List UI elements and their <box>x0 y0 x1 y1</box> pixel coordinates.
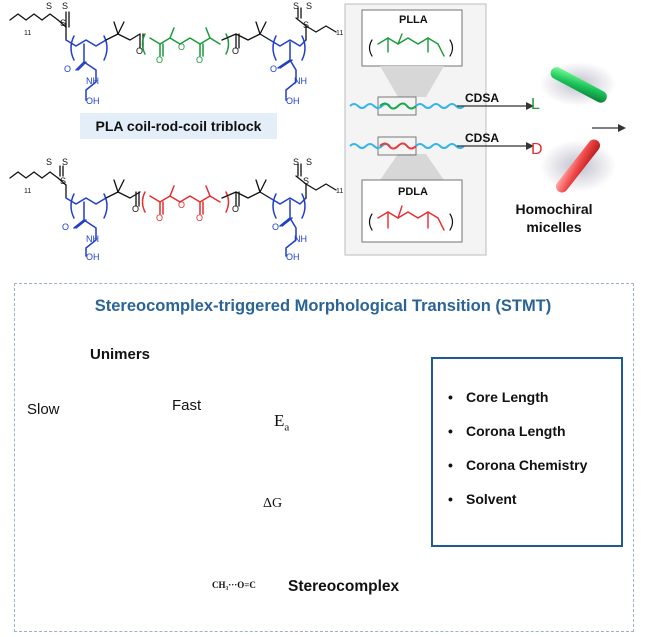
pdla-inset-structure <box>368 205 454 231</box>
ea-main: E <box>274 411 285 430</box>
plla-chain-subscript-left: 11 <box>24 30 32 37</box>
l-label: L <box>531 96 540 113</box>
pdla-s-5: S <box>306 157 313 167</box>
factors-list: •Core Length •Corona Length •Corona Chem… <box>448 386 587 522</box>
plla-oh-right: OH <box>286 96 300 106</box>
plla-chain-cartoon <box>349 102 465 110</box>
l-micelle-rod <box>550 67 607 103</box>
pdla-label: PDLA <box>398 186 428 198</box>
factor-item: •Corona Chemistry <box>448 457 588 473</box>
slow-label: Slow <box>27 401 60 418</box>
plla-chain-subscript-right: 11 <box>336 30 344 37</box>
ea-label: Ea <box>274 411 289 433</box>
stmt-panel-title: Stereocomplex-triggered Morphological Tr… <box>94 297 552 315</box>
factor-item: •Corona Length <box>448 423 566 439</box>
plla-o-ester-right: O <box>232 46 240 56</box>
stereocomplex-label: Stereocomplex <box>288 578 400 595</box>
pla-triblock-label: PLA coil-rod-coil triblock <box>80 113 277 139</box>
plla-inset-structure <box>368 33 454 57</box>
ea-sub: a <box>284 421 290 434</box>
pdla-o-amide-right: O <box>272 222 280 232</box>
factor-item: •Core Length <box>448 389 549 405</box>
pdla-triblock-structure <box>9 163 337 257</box>
pdla-o-rod-3: O <box>196 213 204 223</box>
homochiral-line-2: micelles <box>526 219 582 235</box>
plla-s-6: S <box>303 20 310 30</box>
cdsa-label-1: CDSA <box>465 91 500 105</box>
plla-o-rod-3: O <box>196 55 204 65</box>
pdla-o-ester-left: O <box>132 204 140 214</box>
plla-nh-left: NH <box>86 76 99 86</box>
plla-s-1: S <box>46 1 53 11</box>
plla-label: PLLA <box>399 14 428 26</box>
pdla-s-3: S <box>60 176 67 186</box>
pdla-inset <box>361 179 463 243</box>
plla-nh-right: NH <box>294 76 307 86</box>
factor-item: •Solvent <box>448 491 517 507</box>
pdla-s-1: S <box>46 157 53 167</box>
plla-s-3: S <box>60 18 67 28</box>
pdla-s-2: S <box>62 157 69 167</box>
plla-s-5: S <box>306 1 313 11</box>
pdla-o-rod-1: O <box>156 213 164 223</box>
pdla-oh-right: OH <box>286 252 300 262</box>
plla-o-amide-left: O <box>64 64 72 74</box>
pdla-o-rod-2: O <box>178 200 186 210</box>
plla-o-rod-1: O <box>156 55 164 65</box>
d-micelle-rod <box>555 139 601 193</box>
plla-s-4: S <box>293 1 300 11</box>
homochiral-line-1: Homochiral <box>515 201 593 217</box>
homochiral-micelles-label: Homochiral micelles <box>494 200 614 236</box>
factors-box <box>431 357 623 547</box>
fast-label: Fast <box>172 397 202 414</box>
pdla-o-amide-left: O <box>62 222 70 232</box>
pdla-s-6: S <box>303 176 310 186</box>
pdla-oh-left: OH <box>86 252 100 262</box>
plla-o-rod-2: O <box>178 42 186 52</box>
pdla-chain-cartoon <box>349 142 465 150</box>
plla-oh-left: OH <box>86 96 100 106</box>
pdla-connector <box>380 154 444 180</box>
delta-g-label: ΔG <box>263 496 283 511</box>
cdsa-arrowhead-2 <box>526 142 534 150</box>
plla-inset <box>361 9 463 67</box>
pdla-s-4: S <box>293 157 300 167</box>
next-arrowhead <box>618 124 626 132</box>
plla-s-2: S <box>62 1 69 11</box>
d-label: D <box>531 141 543 158</box>
pdla-chain-subscript-right: 11 <box>336 188 344 195</box>
pdla-nh-left: NH <box>86 234 99 244</box>
plla-o-ester-left: O <box>136 46 144 56</box>
cdsa-arrowhead-1 <box>526 102 534 110</box>
plla-triblock-structure <box>9 7 337 101</box>
pdla-o-ester-right: O <box>232 204 240 214</box>
plla-o-amide-right: O <box>270 64 278 74</box>
cdsa-label-2: CDSA <box>465 131 500 145</box>
pdla-nh-right: NH <box>294 234 307 244</box>
plla-connector <box>380 66 444 97</box>
unimers-label: Unimers <box>90 346 151 363</box>
stereocomplex-bubble-text: CH₃···O=C <box>212 580 256 590</box>
pdla-chain-subscript-left: 11 <box>24 188 32 195</box>
